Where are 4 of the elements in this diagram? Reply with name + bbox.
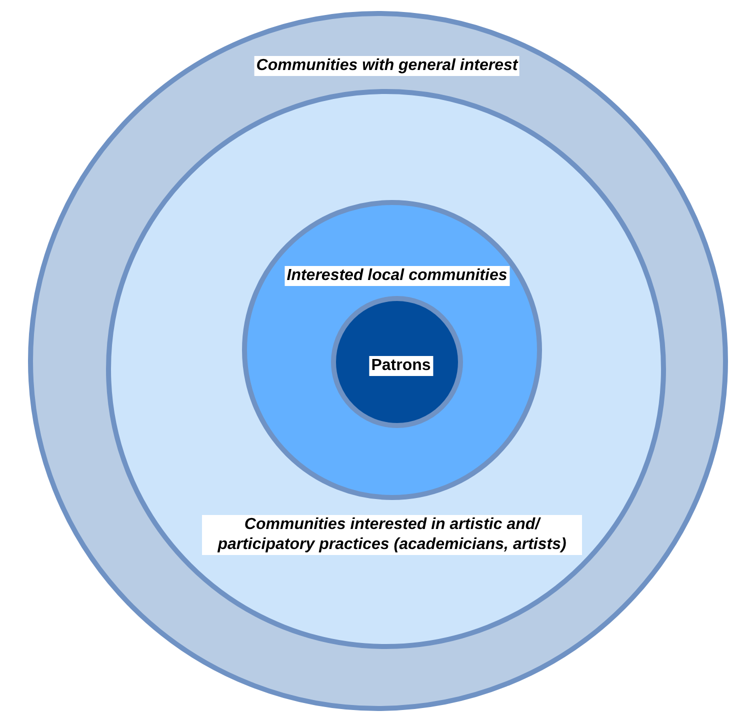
ring-label: Interested local communities <box>284 266 510 286</box>
ring-label: Communities interested in artistic and/ participatory practices (academicians, artists) <box>202 515 582 555</box>
ring-label: Patrons <box>369 356 433 376</box>
ring-label: Communities with general interest <box>254 56 520 76</box>
